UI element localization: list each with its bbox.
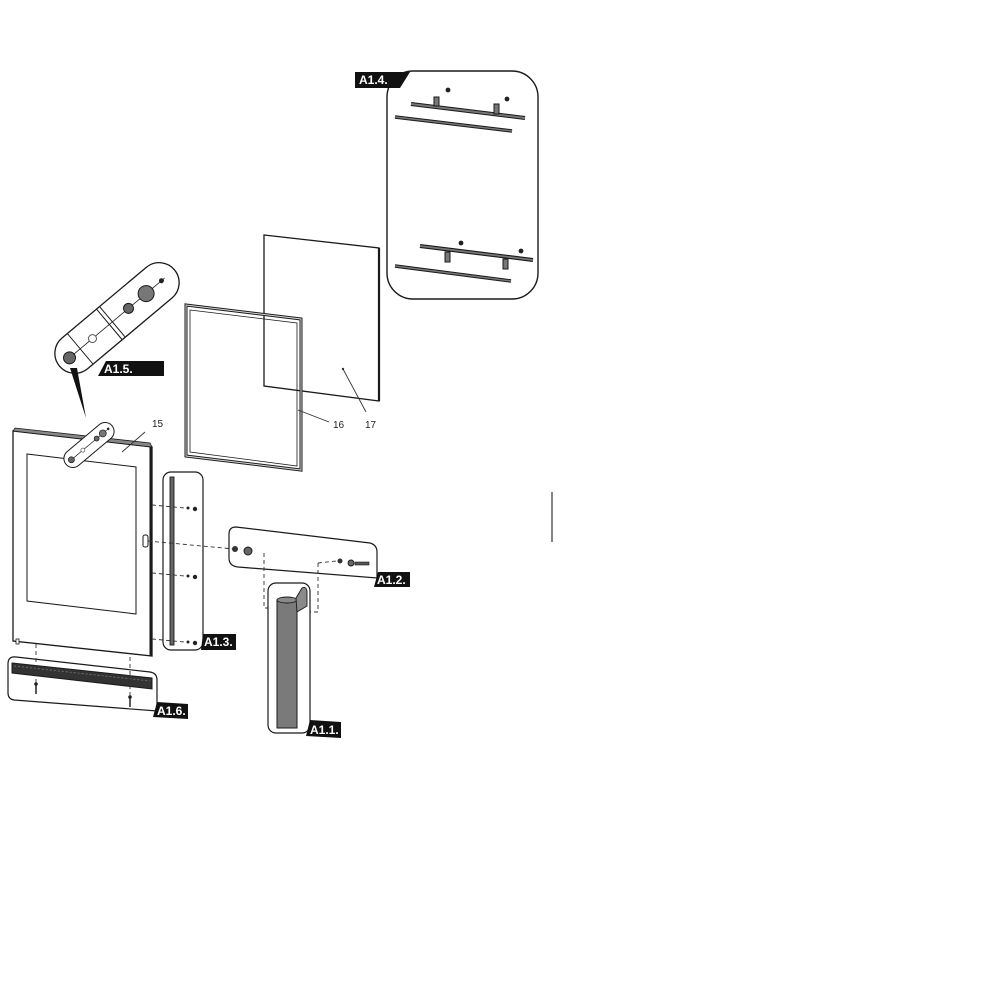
leader-16 bbox=[297, 409, 330, 423]
door-handle bbox=[276, 599, 298, 729]
part-number-17: 17 bbox=[365, 420, 377, 431]
rail-bracket bbox=[444, 251, 451, 263]
screw-icon bbox=[128, 695, 132, 707]
screw-icon bbox=[186, 640, 198, 646]
callout-a1-1-tag: A1.1. bbox=[310, 723, 339, 737]
screw-icon bbox=[186, 506, 198, 512]
washer-icon bbox=[87, 334, 97, 344]
callout-a1-5-location bbox=[63, 422, 115, 468]
handle-bracket bbox=[295, 586, 308, 613]
washer-icon bbox=[337, 558, 343, 564]
callout-a1-2-tag: A1.2. bbox=[377, 573, 406, 587]
nut-icon bbox=[122, 302, 134, 314]
nut-icon bbox=[243, 546, 253, 556]
washer-icon bbox=[232, 546, 238, 552]
screw-icon bbox=[458, 240, 464, 246]
callout-a1-6-tag-bg bbox=[153, 702, 188, 719]
callout-a1-4-frame bbox=[386, 70, 539, 300]
part-17-glass-pane bbox=[263, 234, 381, 402]
rail-bracket bbox=[493, 103, 500, 115]
hinge-strip bbox=[169, 476, 175, 646]
door-window bbox=[26, 453, 137, 615]
callout-a1-3: A1.3. bbox=[151, 471, 236, 651]
screw-icon bbox=[518, 248, 524, 254]
callout-a1-4-tag-bg bbox=[355, 72, 410, 88]
leader-15 bbox=[121, 431, 146, 453]
door-hinge-knob bbox=[142, 534, 149, 548]
callout-a1-6: A1.6. bbox=[7, 644, 188, 719]
bolt-icon bbox=[354, 561, 370, 566]
callout-a1-3-tag-bg bbox=[201, 634, 236, 650]
screw-icon bbox=[186, 574, 198, 580]
callout-a1-4: A1.4. bbox=[355, 70, 539, 300]
screw-icon bbox=[445, 87, 451, 93]
callout-a1-5-tag: A1.5. bbox=[104, 362, 133, 376]
callout-a1-4-tag: A1.4. bbox=[359, 73, 388, 87]
callout-a1-5: A1.5. bbox=[54, 261, 180, 418]
callout-a1-3-tag: A1.3. bbox=[204, 635, 233, 649]
screw-icon bbox=[158, 278, 164, 284]
fastener-icon bbox=[63, 351, 77, 365]
leader-17 bbox=[342, 368, 367, 413]
rail-bracket bbox=[433, 96, 440, 107]
nut-icon bbox=[347, 559, 355, 567]
screw-icon bbox=[504, 96, 510, 102]
part-16-glass-frame bbox=[184, 303, 303, 472]
fastener-icon bbox=[137, 285, 155, 303]
rail-bracket bbox=[502, 258, 509, 270]
part-number-15: 15 bbox=[152, 419, 164, 430]
callout-pointer bbox=[70, 368, 86, 418]
callout-a1-5-tag-bg bbox=[98, 361, 164, 376]
screw-icon bbox=[34, 682, 38, 694]
callout-a1-2: A1.2. bbox=[147, 526, 410, 613]
part-number-16: 16 bbox=[333, 420, 345, 431]
callout-a1-6-tag: A1.6. bbox=[157, 704, 186, 718]
callout-a1-1: A1.1. bbox=[267, 582, 341, 738]
callout-a1-1-tag-bg bbox=[306, 720, 341, 738]
callout-a1-2-tag-bg bbox=[374, 572, 410, 587]
